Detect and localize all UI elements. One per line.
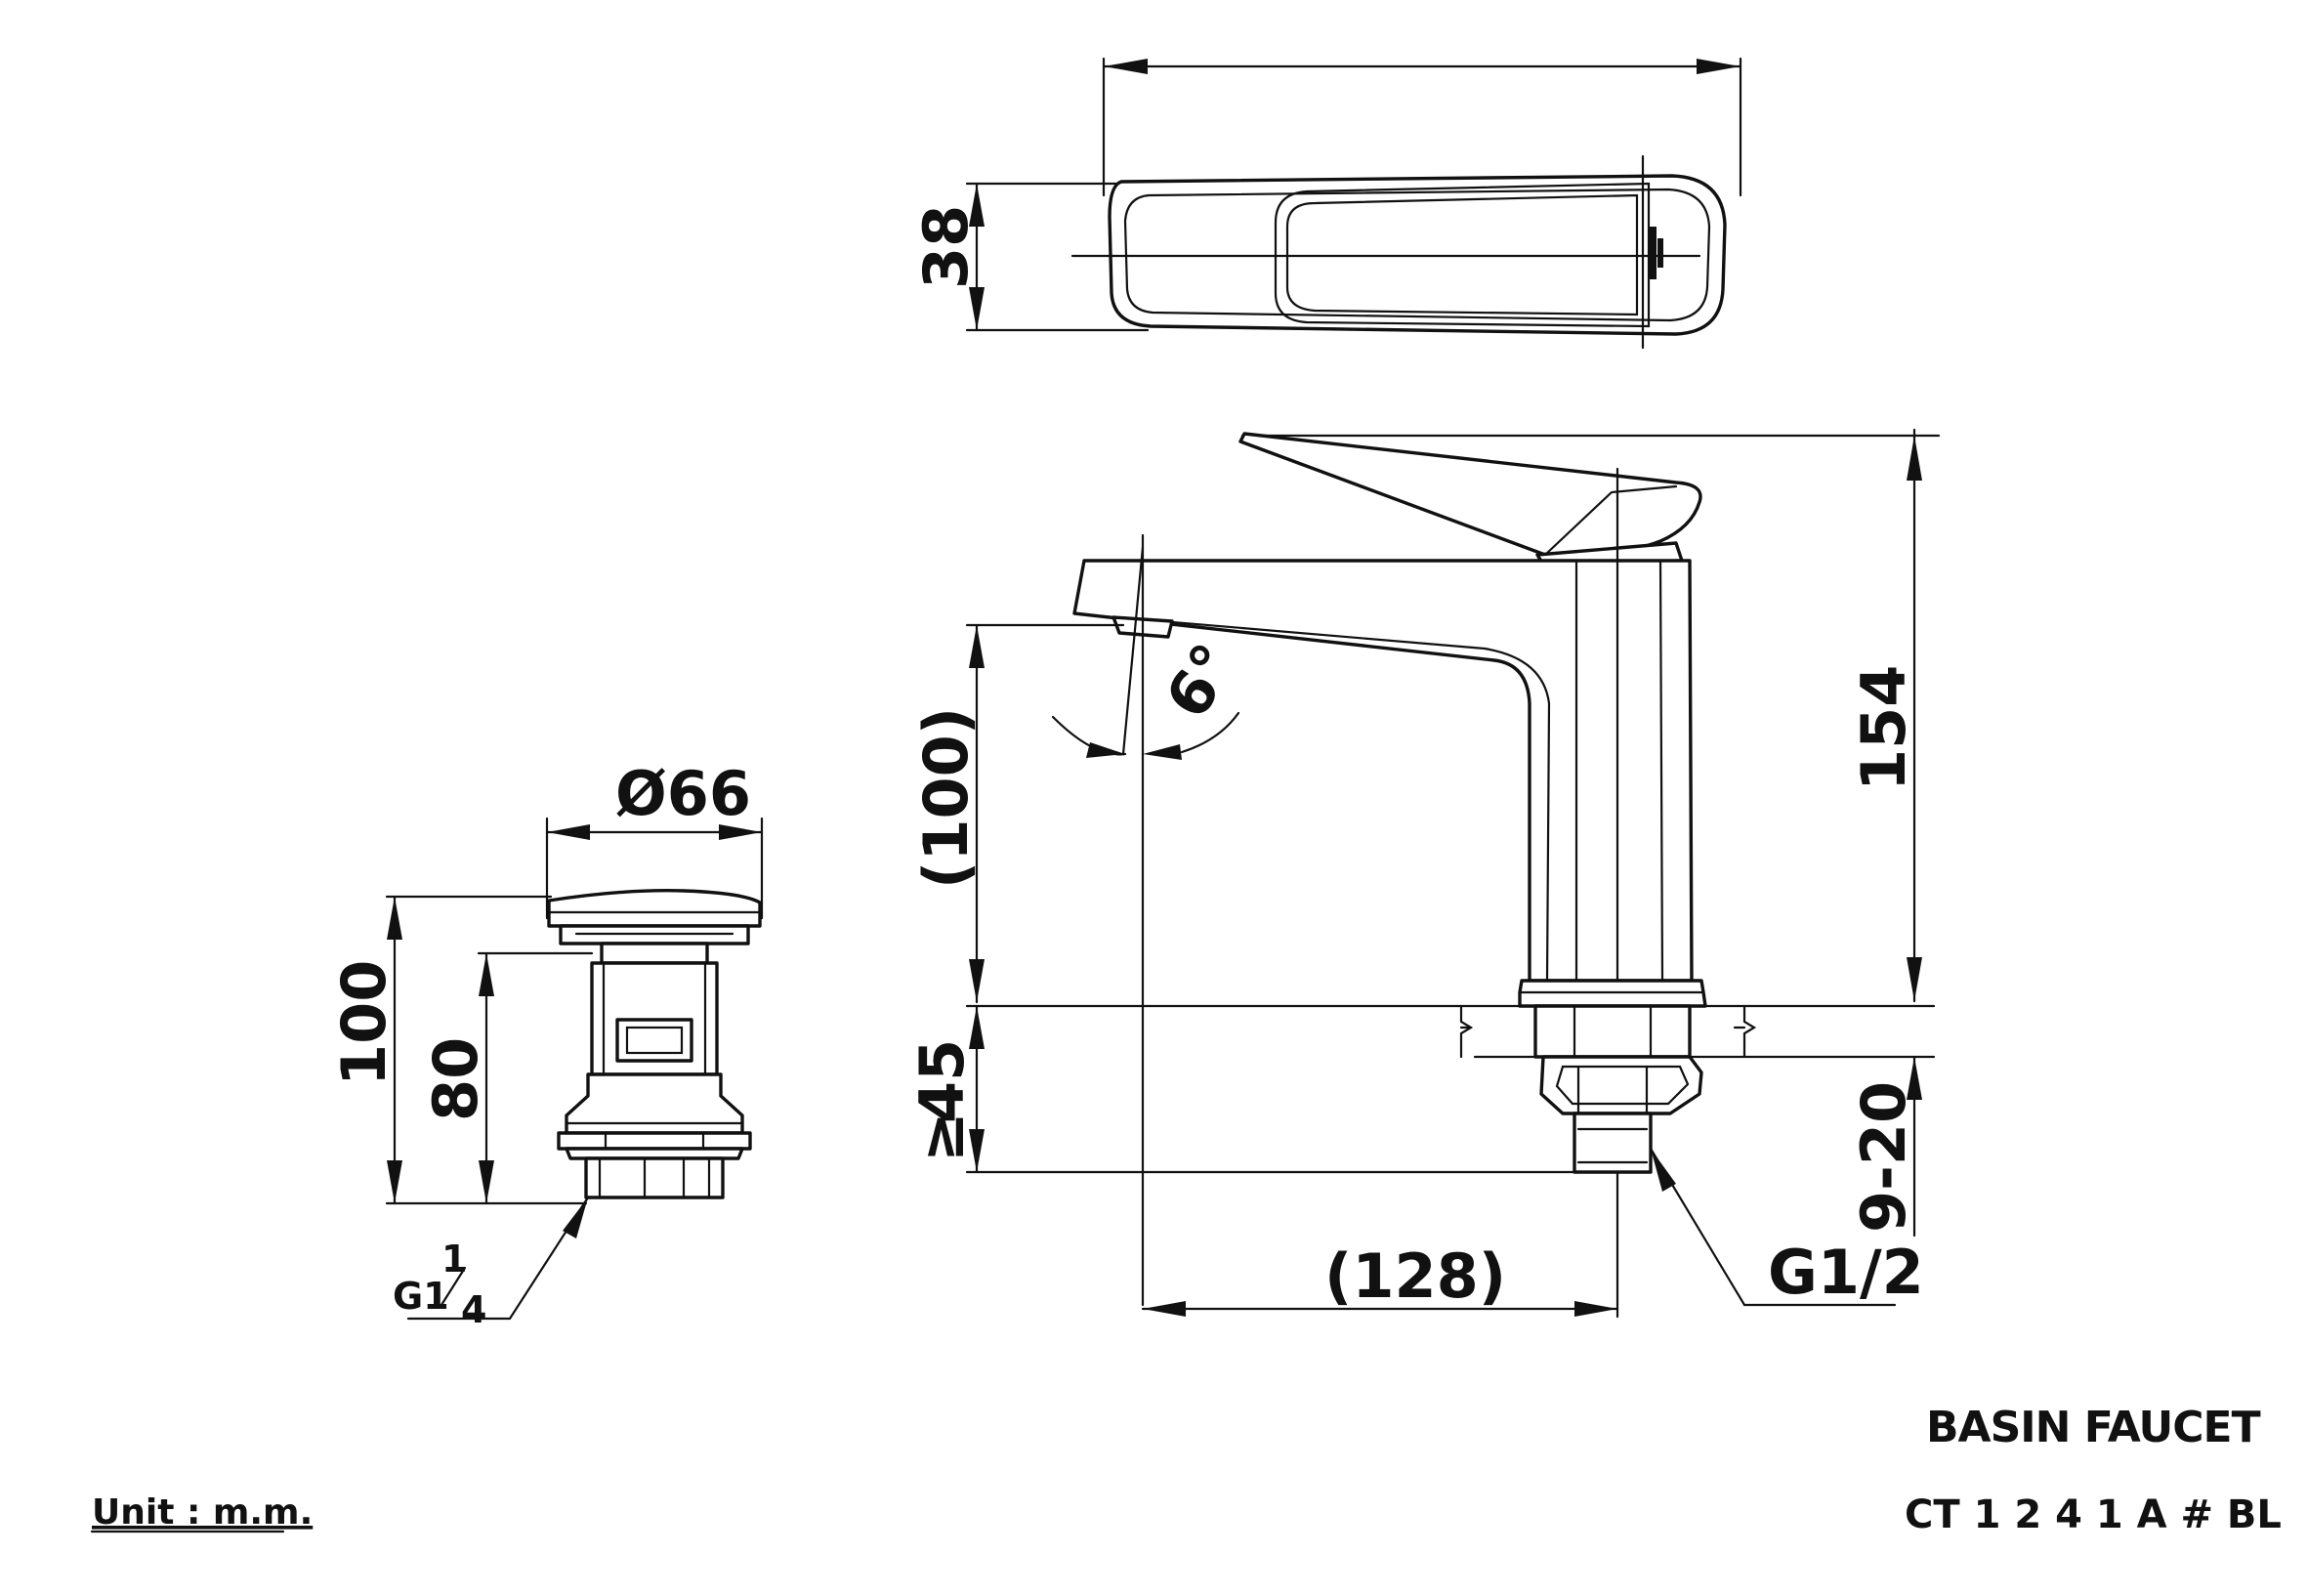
dim-drain-thread-den: 4 [461,1288,486,1331]
dim-drain-thread-num: 1 [441,1238,467,1281]
dim-depth-38: 38 [910,205,982,289]
dim-drain-thread-main: G1 [393,1275,449,1318]
dim-drain-body-80: 80 [420,1037,491,1121]
dim-reach-128: (128) [1324,1240,1506,1312]
drawing-title: BASIN FAUCET [1926,1403,2261,1452]
top-view: 38 [910,57,1742,350]
model-number: CT 1 2 4 1 A # BL [1905,1492,2282,1537]
dim-deck-45: 45 [906,1039,978,1123]
dim-thread-g12: G1/2 [1768,1237,1924,1308]
dim-drain-diameter: Ø66 [615,758,751,829]
dim-drain-height-100: 100 [328,960,399,1086]
side-view: 154 6° (100) [906,428,1941,1319]
dim-total-height-154: 154 [1848,665,1919,791]
dim-shank-9-20: 9-20 [1848,1081,1919,1233]
drain-view: Ø66 100 [328,758,764,1331]
dim-deck-prefix: ≥ [906,1112,978,1162]
dim-spout-height-100: (100) [910,707,982,889]
unit-label: Unit : m.m. [92,1492,313,1533]
